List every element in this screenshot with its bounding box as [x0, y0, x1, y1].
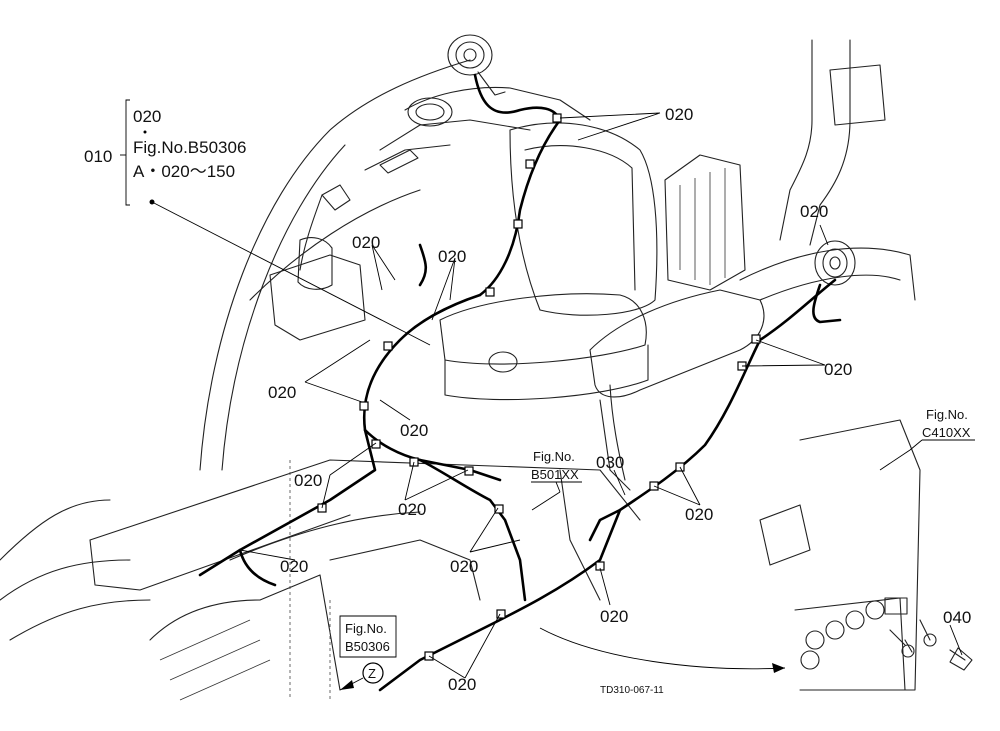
bracket-line-3: A・020～150	[133, 162, 235, 181]
fig-ref-c410: Fig.No. C410XX	[909, 407, 975, 451]
callout-label: 020	[400, 421, 428, 440]
wire-harness	[198, 73, 842, 692]
fig-ref-b503-line1: Fig.No.	[345, 621, 387, 636]
callout-label: 020	[800, 202, 828, 221]
fig-ref-b503: Fig.No. B50306	[339, 615, 397, 658]
callout-label: 020	[448, 675, 476, 694]
fig-ref-b501-line1: Fig.No.	[533, 449, 575, 464]
leader-lines	[149, 112, 963, 679]
work-lamp-right-icon	[814, 240, 856, 286]
callout-label: 020	[438, 247, 466, 266]
fig-ref-c410-line1: Fig.No.	[926, 407, 968, 422]
callout-label: 020	[450, 557, 478, 576]
fig-ref-b503-line2: B50306	[345, 639, 390, 654]
callout-label: 020	[824, 360, 852, 379]
part-ref-label: 010	[84, 147, 112, 166]
callout-label: 020	[665, 105, 693, 124]
callout-label: 020	[398, 500, 426, 519]
fig-ref-b501: Fig.No. B501XX	[531, 449, 582, 493]
callouts: 020 020 020 020 020 020 020 020 020 020 …	[268, 105, 971, 694]
parts-group-bracket: 010 020 Fig.No.B50306 A・020～150	[84, 99, 246, 206]
callout-label: 020	[268, 383, 296, 402]
connector-detail	[794, 597, 973, 691]
callout-label: 020	[352, 233, 380, 252]
fig-ref-b501-line2: B501XX	[531, 467, 579, 482]
bracket-line-1: 020	[133, 107, 161, 126]
bracket-line-2: Fig.No.B50306	[133, 138, 246, 157]
callout-label: 040	[943, 608, 971, 627]
callout-label: 030	[596, 453, 624, 472]
fig-ref-c410-line2: C410XX	[922, 425, 971, 440]
callout-label: 020	[280, 557, 308, 576]
harness-clamps	[317, 113, 761, 661]
drawing-number: TD310-067-11	[600, 685, 664, 696]
callout-label: 020	[294, 471, 322, 490]
callout-label: 020	[600, 607, 628, 626]
machine-outline	[0, 39, 921, 701]
callout-label: 020	[685, 505, 713, 524]
view-marker-letter: Z	[368, 666, 376, 681]
view-marker-z: Z	[339, 662, 384, 691]
work-lamp-left-icon	[447, 34, 506, 96]
